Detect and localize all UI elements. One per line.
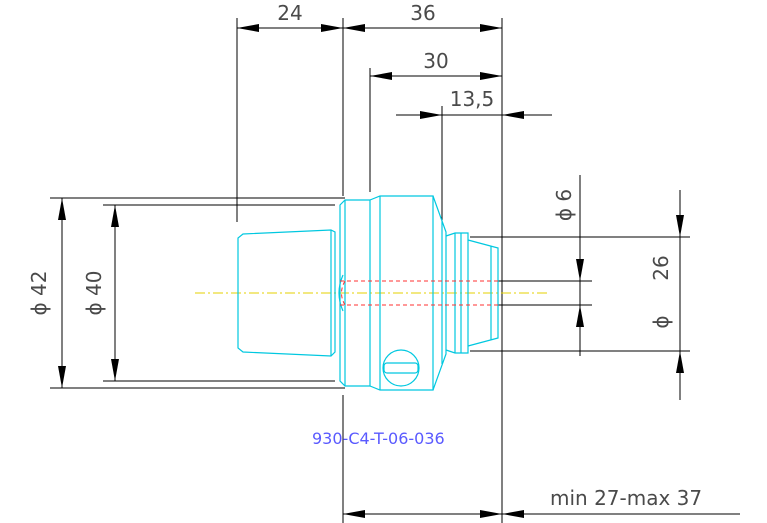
dimension-26: 26 ϕ: [470, 190, 690, 400]
dimension-36: 36: [342, 1, 503, 523]
dimension-range: min 27-max 37: [342, 395, 740, 523]
dim-phi6-label: ϕ 6: [552, 189, 576, 221]
dimension-phi42: ϕ 42: [27, 197, 345, 389]
dimension-13-5: 13,5: [396, 87, 552, 222]
dimension-24: 24: [236, 1, 343, 222]
hidden-bore-lines: [340, 280, 498, 306]
dimension-phi40: ϕ 40: [82, 204, 335, 382]
part-number-label: 930-C4-T-06-036: [312, 429, 445, 448]
dim-24-label: 24: [277, 1, 302, 25]
dim-phi-small-label: ϕ: [649, 315, 673, 328]
dim-phi40-label: ϕ 40: [82, 271, 106, 316]
dim-range-label: min 27-max 37: [550, 486, 702, 510]
dimension-phi6: ϕ 6: [498, 175, 592, 356]
dim-26-label: 26: [649, 255, 673, 280]
dim-36-label: 36: [410, 1, 435, 25]
dimension-30: 30: [369, 49, 502, 192]
part-outline: [237, 195, 499, 391]
dim-phi42-label: ϕ 42: [27, 271, 51, 316]
dim-13-5-label: 13,5: [450, 87, 495, 111]
dim-30-label: 30: [423, 49, 448, 73]
